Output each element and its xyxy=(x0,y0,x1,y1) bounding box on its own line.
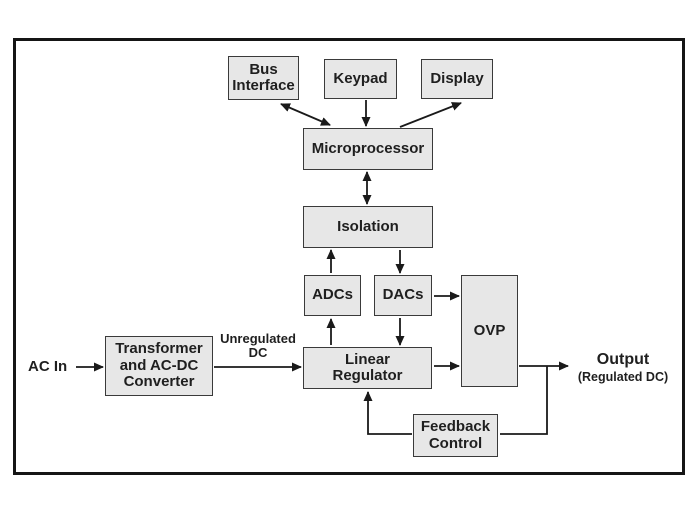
block-keypad: Keypad xyxy=(324,59,397,99)
block-ovp: OVP xyxy=(461,275,518,387)
label-output-regulated-dc: (Regulated DC) xyxy=(577,370,669,384)
block-dacs: DACs xyxy=(374,275,432,316)
block-isolation: Isolation xyxy=(303,206,433,248)
block-feedback-control: Feedback Control xyxy=(413,414,498,457)
block-bus-interface: Bus Interface xyxy=(228,56,299,100)
block-transformer-converter: Transformer and AC-DC Converter xyxy=(105,336,213,396)
label-output: Output xyxy=(596,351,650,368)
block-microprocessor: Microprocessor xyxy=(303,128,433,170)
block-linear-regulator: Linear Regulator xyxy=(303,347,432,389)
block-adcs: ADCs xyxy=(304,275,361,316)
diagram-frame xyxy=(13,38,685,475)
label-unregulated-dc: Unregulated DC xyxy=(220,331,296,360)
block-display: Display xyxy=(421,59,493,99)
label-ac-in: AC In xyxy=(28,358,68,375)
